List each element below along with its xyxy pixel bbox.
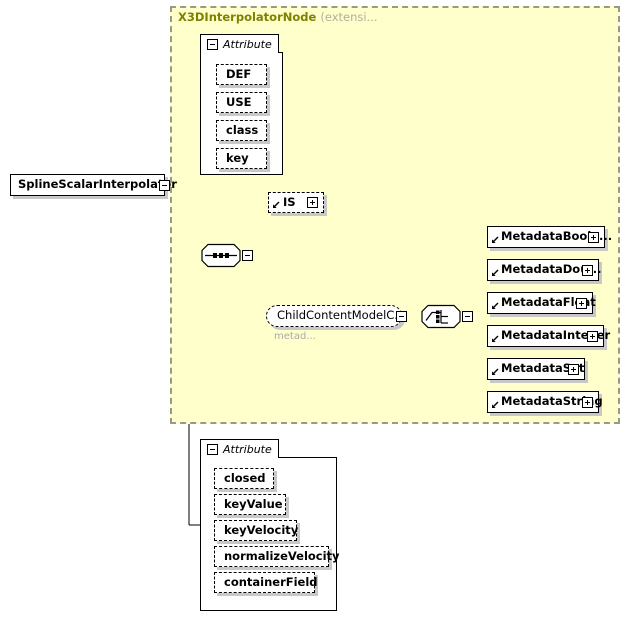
element-ref-arrow-icon xyxy=(492,368,499,375)
attribute-label: normalizeVelocity xyxy=(224,548,340,563)
attribute-chip-normalizevelocity[interactable]: normalizeVelocity xyxy=(214,546,340,567)
inherited-attribute-group-header[interactable]: Attribute xyxy=(200,34,279,53)
own-attribute-group: Attribute closed keyValue keyVelocity no… xyxy=(200,439,340,611)
attribute-chip-class[interactable]: class xyxy=(216,120,267,141)
attribute-label: containerField xyxy=(224,574,318,589)
choice-collapse-toggle[interactable] xyxy=(462,311,473,322)
extension-base-type-name: X3DInterpolatorNode xyxy=(178,10,317,24)
attribute-chip-use[interactable]: USE xyxy=(216,92,267,113)
root-element-collapse-toggle[interactable] xyxy=(159,179,170,191)
attribute-chip-keyvelocity[interactable]: keyVelocity xyxy=(214,520,299,541)
inherited-attribute-group-label: Attribute xyxy=(223,37,272,51)
element-box-metadatastring[interactable]: MetadataString xyxy=(487,391,603,413)
element-box-metadataset[interactable]: MetadataSet xyxy=(487,358,585,380)
attribute-chip-closed[interactable]: closed xyxy=(214,468,274,489)
own-attribute-group-header[interactable]: Attribute xyxy=(200,439,279,458)
element-expand-toggle[interactable] xyxy=(568,363,579,375)
element-ref-arrow-icon xyxy=(492,302,499,309)
element-box-metadatainteger[interactable]: MetadataInteger xyxy=(487,325,610,347)
choice-compositor[interactable] xyxy=(421,304,473,329)
sequence-icon xyxy=(201,243,241,268)
own-attribute-group-label: Attribute xyxy=(223,442,272,456)
attribute-label: USE xyxy=(226,94,252,109)
attribute-label: DEF xyxy=(226,66,252,81)
element-label: MetadataInteger xyxy=(501,328,611,343)
element-label: IS xyxy=(283,194,296,209)
choice-icon xyxy=(421,304,461,329)
attribute-label: keyVelocity xyxy=(224,522,299,537)
extension-region-title: X3DInterpolatorNode (extensi... xyxy=(178,10,378,24)
attribute-label: class xyxy=(226,122,259,137)
element-ref-arrow-icon xyxy=(273,201,280,208)
inherited-attribute-collapse-toggle[interactable] xyxy=(207,38,218,50)
element-ref-arrow-icon xyxy=(492,236,499,243)
root-element-label: SplineScalarInterpolator xyxy=(18,177,177,192)
attribute-label: keyValue xyxy=(224,496,283,511)
attribute-chip-key[interactable]: key xyxy=(216,148,267,169)
group-reference-label: ChildContentModelC... xyxy=(277,308,406,323)
element-label: MetadataString xyxy=(501,394,603,409)
element-box-metadatadouble[interactable]: MetadataDou... xyxy=(487,259,602,281)
element-expand-toggle[interactable] xyxy=(582,264,593,276)
element-expand-toggle[interactable] xyxy=(582,396,593,408)
element-ref-arrow-icon xyxy=(492,335,499,342)
element-ref-arrow-icon xyxy=(492,401,499,408)
attribute-chip-containerfield[interactable]: containerField xyxy=(214,572,318,593)
attribute-label: key xyxy=(226,150,249,165)
element-label: MetadataFloat xyxy=(501,295,596,310)
attribute-label: closed xyxy=(224,470,266,485)
element-expand-toggle[interactable] xyxy=(588,231,599,243)
root-element-box[interactable]: SplineScalarInterpolator xyxy=(10,174,177,196)
own-attribute-collapse-toggle[interactable] xyxy=(207,443,218,455)
element-ref-arrow-icon xyxy=(492,269,499,276)
element-box-metadataboolean[interactable]: MetadataBoole... xyxy=(487,226,612,248)
extension-suffix: (extensi... xyxy=(320,10,378,24)
group-reference-collapse-toggle[interactable] xyxy=(396,310,407,322)
sequence-collapse-toggle[interactable] xyxy=(242,250,253,261)
attribute-chip-def[interactable]: DEF xyxy=(216,64,267,85)
group-reference-sublabel: metad... xyxy=(274,331,316,342)
group-reference-box[interactable]: ChildContentModelC... xyxy=(266,305,407,327)
element-expand-toggle[interactable] xyxy=(587,330,598,342)
element-label: MetadataDou... xyxy=(501,262,602,277)
element-label: MetadataBoole... xyxy=(501,229,613,244)
sequence-compositor[interactable] xyxy=(201,243,253,268)
element-label: MetadataSet xyxy=(501,361,585,376)
element-box-metadatafloat[interactable]: MetadataFloat xyxy=(487,292,596,314)
element-box-is[interactable]: IS xyxy=(268,192,324,213)
element-expand-toggle-is[interactable] xyxy=(307,197,318,208)
attribute-chip-keyvalue[interactable]: keyValue xyxy=(214,494,286,515)
element-expand-toggle[interactable] xyxy=(576,297,587,309)
inherited-attribute-group: Attribute DEF USE class key xyxy=(200,34,283,175)
